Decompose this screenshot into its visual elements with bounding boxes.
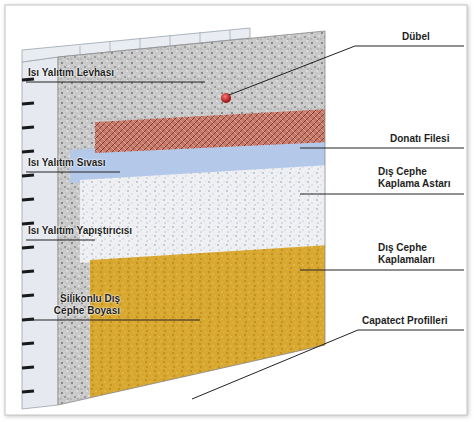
layer-label: Silikonlu Dış Cephe Boyası [28,293,120,317]
layer-label: Isı Yalıtım Levhası [28,67,114,79]
leader-lines [26,46,464,399]
layer-label: Isı Yalıtım Sıvası [28,157,106,169]
layer-label: Dış Cephe Kaplamaları [378,242,464,266]
layer-label: Donatı Filesi [390,133,449,145]
layer-label: Dübel [402,31,430,43]
layer-label: Capatect Profilleri [362,315,448,327]
layer-label: Isı Yalıtım Yapıştırıcısı [28,225,132,237]
layer-label: Dış Cephe Kaplama Astarı [378,166,464,190]
